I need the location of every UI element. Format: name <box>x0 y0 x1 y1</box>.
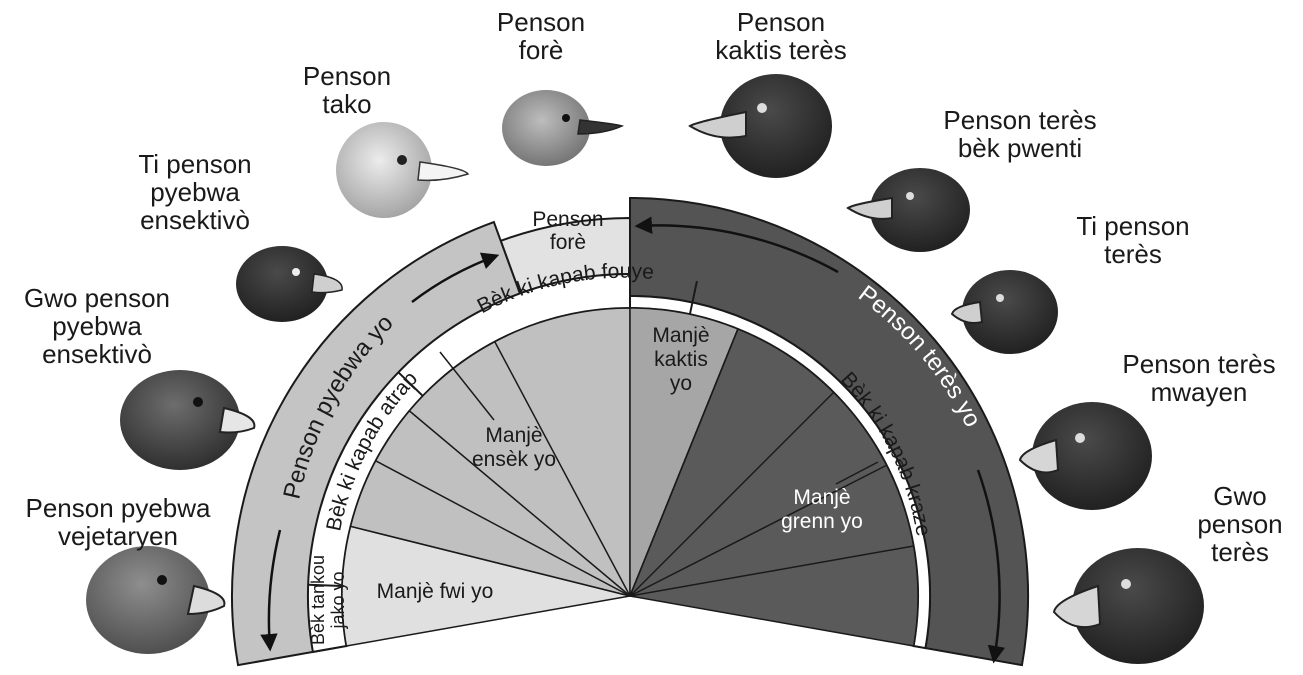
small-insectivorous-tree-finch-label: Ti pensonpyebwaensektivò <box>112 150 278 234</box>
seed-diet-label: Manjègrenn yo <box>762 486 882 534</box>
warbler-finch-label: Pensonforè <box>478 8 604 64</box>
warbler-finch-icon <box>502 90 622 166</box>
warbler-group-label: Pensonforè <box>510 208 626 254</box>
cactus-ground-finch-label: Pensonkaktis terès <box>688 8 874 64</box>
medium-ground-finch-label: Penson terèsmwayen <box>1104 350 1294 406</box>
small-ground-finch-label: Ti pensonterès <box>1050 212 1216 268</box>
woodpecker-finch-label: Pensontako <box>284 62 410 118</box>
cactus-ground-finch-icon <box>690 74 832 178</box>
woodpecker-finch-icon <box>336 122 468 218</box>
medium-ground-finch-icon <box>1020 402 1152 510</box>
sharp-beaked-ground-finch-label: Penson terèsbèk pwenti <box>920 106 1120 162</box>
large-insectivorous-tree-finch-icon <box>120 370 254 470</box>
large-insectivorous-tree-finch-label: Gwo pensonpyebwaensektivò <box>6 284 188 368</box>
parrot-beak-label: Bèk tankoujako yo <box>308 542 348 658</box>
vegetarian-tree-finch-icon <box>86 546 224 654</box>
small-ground-finch-icon <box>952 270 1058 354</box>
vegetarian-tree-finch-label: Penson pyebwavejetaryen <box>8 494 228 550</box>
large-ground-finch-label: Gwopensonterès <box>1182 482 1298 566</box>
fruit-diet-label: Manjè fwi yo <box>350 580 520 604</box>
insect-diet-label: Manjèensèk yo <box>452 424 576 472</box>
sharp-beaked-ground-finch-icon <box>848 168 970 252</box>
cactus-diet-label: Manjèkaktisyo <box>626 324 736 396</box>
small-insectivorous-tree-finch-icon <box>236 246 342 322</box>
